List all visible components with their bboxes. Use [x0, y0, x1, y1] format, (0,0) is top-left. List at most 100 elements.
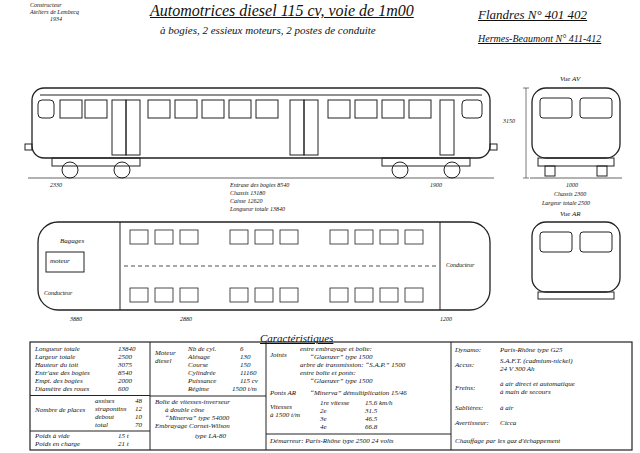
- table-cell: 31.5: [365, 408, 377, 415]
- table-cell: 15.6 km/h: [365, 400, 393, 407]
- table-cell: 13840: [118, 346, 136, 353]
- dimension: 1900: [430, 182, 442, 188]
- table-cell: “Minerva” démultiplication 15/46: [310, 390, 407, 397]
- table-cell: Boîte de vitesses-inverseur: [155, 399, 230, 406]
- dimension: Chassis 13180: [230, 190, 265, 196]
- maker-note: 1934: [50, 16, 62, 22]
- table-cell: Freins:: [455, 385, 475, 392]
- table-cell: Poids en charge: [35, 441, 80, 448]
- dimension: Caisse 12620: [230, 198, 263, 204]
- table-cell: 130: [240, 354, 251, 361]
- table-cell: 21 t: [118, 441, 129, 448]
- maker-note: Ateliers de Lembecq: [30, 9, 79, 15]
- table-cell: Avertisseur:: [455, 420, 489, 427]
- table-cell: 70: [135, 422, 142, 429]
- table-cell: à double cône: [165, 407, 204, 414]
- table-cell: 12: [135, 406, 142, 413]
- table-cell: Puissance: [188, 378, 216, 385]
- table-cell: Nb de cyl.: [188, 346, 216, 353]
- table-cell: Cicca: [500, 420, 516, 427]
- series-number: Flandres N° 401 402: [478, 8, 587, 21]
- table-cell: total: [95, 422, 108, 429]
- table-cell: Largeur totale: [35, 354, 75, 361]
- table-cell: 66.8: [365, 424, 377, 431]
- table-cell: “Glaenzer” type 1500: [310, 378, 373, 385]
- table-heading: Caractéristiques: [260, 333, 333, 344]
- table-cell: 115 cv: [240, 378, 258, 385]
- table-cell: 3075: [118, 362, 132, 369]
- table-cell: diesel: [155, 358, 171, 365]
- table-cell: type LA-80: [195, 433, 226, 440]
- dimension: 2330: [50, 182, 62, 188]
- dimension: Entraxe des bogies 8540: [230, 182, 289, 188]
- table-cell: “Minerva” type 54000: [165, 415, 229, 422]
- table-cell: Sablières:: [455, 405, 483, 412]
- table-cell: strapontins: [95, 406, 127, 413]
- dimension: Chassis 2300: [554, 191, 586, 197]
- part-name: Conducteur: [44, 290, 72, 296]
- table-cell: 4e: [320, 424, 327, 431]
- subtitle: à bogies, 2 essieux moteurs, 2 postes de…: [160, 25, 376, 36]
- table-cell: Vitesses: [270, 404, 292, 411]
- table-cell: Cylindrée: [188, 370, 216, 377]
- view-name: Vue AR: [560, 211, 581, 218]
- table-cell: 1re vitesse: [320, 400, 349, 407]
- table-cell: Chauffage par les gaz d'échappement: [455, 438, 560, 445]
- table-cell: Alésage: [188, 354, 210, 361]
- part-name: Bagages: [60, 238, 84, 245]
- dimension: 3880: [70, 316, 82, 322]
- table-cell: à air: [500, 405, 513, 412]
- title: Automotrices diesel 115 cv, voie de 1m00: [150, 3, 414, 19]
- table-cell: S.A.F.T. (cadmium-nickel): [500, 358, 573, 365]
- table-cell: Diamètre des roues: [35, 386, 89, 393]
- dimension: 1200: [440, 316, 452, 322]
- table-cell: Poids à vide: [35, 433, 70, 440]
- dimension: 3150: [503, 118, 515, 124]
- table-cell: 46.5: [365, 416, 377, 423]
- table-cell: à 1500 t/m: [270, 412, 300, 419]
- view-name: Vue AV: [560, 76, 580, 83]
- table-cell: 6: [240, 346, 244, 353]
- table-cell: entre boîte et ponts:: [300, 370, 356, 377]
- table-cell: 11160: [240, 370, 256, 377]
- table-cell: 24 V 300 Ah: [500, 366, 535, 373]
- dimension: Largeur totale 2500: [542, 200, 590, 206]
- table-cell: à main de secours: [500, 389, 551, 396]
- table-cell: assises: [95, 398, 114, 405]
- table-cell: Joints: [270, 352, 287, 359]
- table-cell: arbre de transmission: “S.A.P.” 1500: [300, 362, 405, 369]
- table-cell: 15 t: [118, 433, 129, 440]
- series-number: Hermes-Beaumont N° 411-412: [478, 34, 601, 44]
- table-cell: Ponts AR: [270, 390, 296, 397]
- table-cell: Moteur: [155, 350, 176, 357]
- dimension: 1000: [566, 182, 578, 188]
- table-cell: Dynamo:: [455, 347, 481, 354]
- table-cell: Empt. des bogies: [35, 378, 83, 385]
- dimension: Longueur totale 13840: [230, 206, 285, 212]
- table-cell: entre embrayage et boîte:: [300, 346, 372, 353]
- table-cell: Embrayage Cornet-Wilson: [155, 423, 230, 430]
- table-cell: 1500 t/m: [232, 386, 257, 393]
- table-cell: Entr'axe des bogies: [35, 370, 90, 377]
- table-cell: debout: [95, 414, 114, 421]
- table-cell: Course: [188, 362, 208, 369]
- table-cell: à air direct et automatique: [500, 381, 575, 388]
- table-cell: 600: [118, 386, 129, 393]
- table-cell: Paris-Rhône type G25: [500, 347, 563, 354]
- table-cell: Longueur totale: [35, 346, 80, 353]
- part-name: Conducteur: [446, 262, 474, 268]
- table-cell: Démarreur: Paris-Rhône type 2500 24 volt…: [270, 438, 394, 445]
- dimension: 2880: [180, 316, 192, 322]
- table-cell: 150: [240, 362, 251, 369]
- table-cell: 48: [135, 398, 142, 405]
- part-name: moteur: [50, 258, 70, 265]
- table-cell: “Glaenzer” type 1500: [310, 354, 373, 361]
- table-cell: 2e: [320, 408, 327, 415]
- table-cell: Accus:: [455, 362, 474, 369]
- table-cell: 2000: [118, 378, 132, 385]
- maker-note: Constructeur: [30, 2, 62, 8]
- table-cell: Régime: [188, 386, 209, 393]
- table-cell: 3e: [320, 416, 327, 423]
- table-cell: Hauteur du toit: [35, 362, 78, 369]
- table-cell: 10: [135, 414, 142, 421]
